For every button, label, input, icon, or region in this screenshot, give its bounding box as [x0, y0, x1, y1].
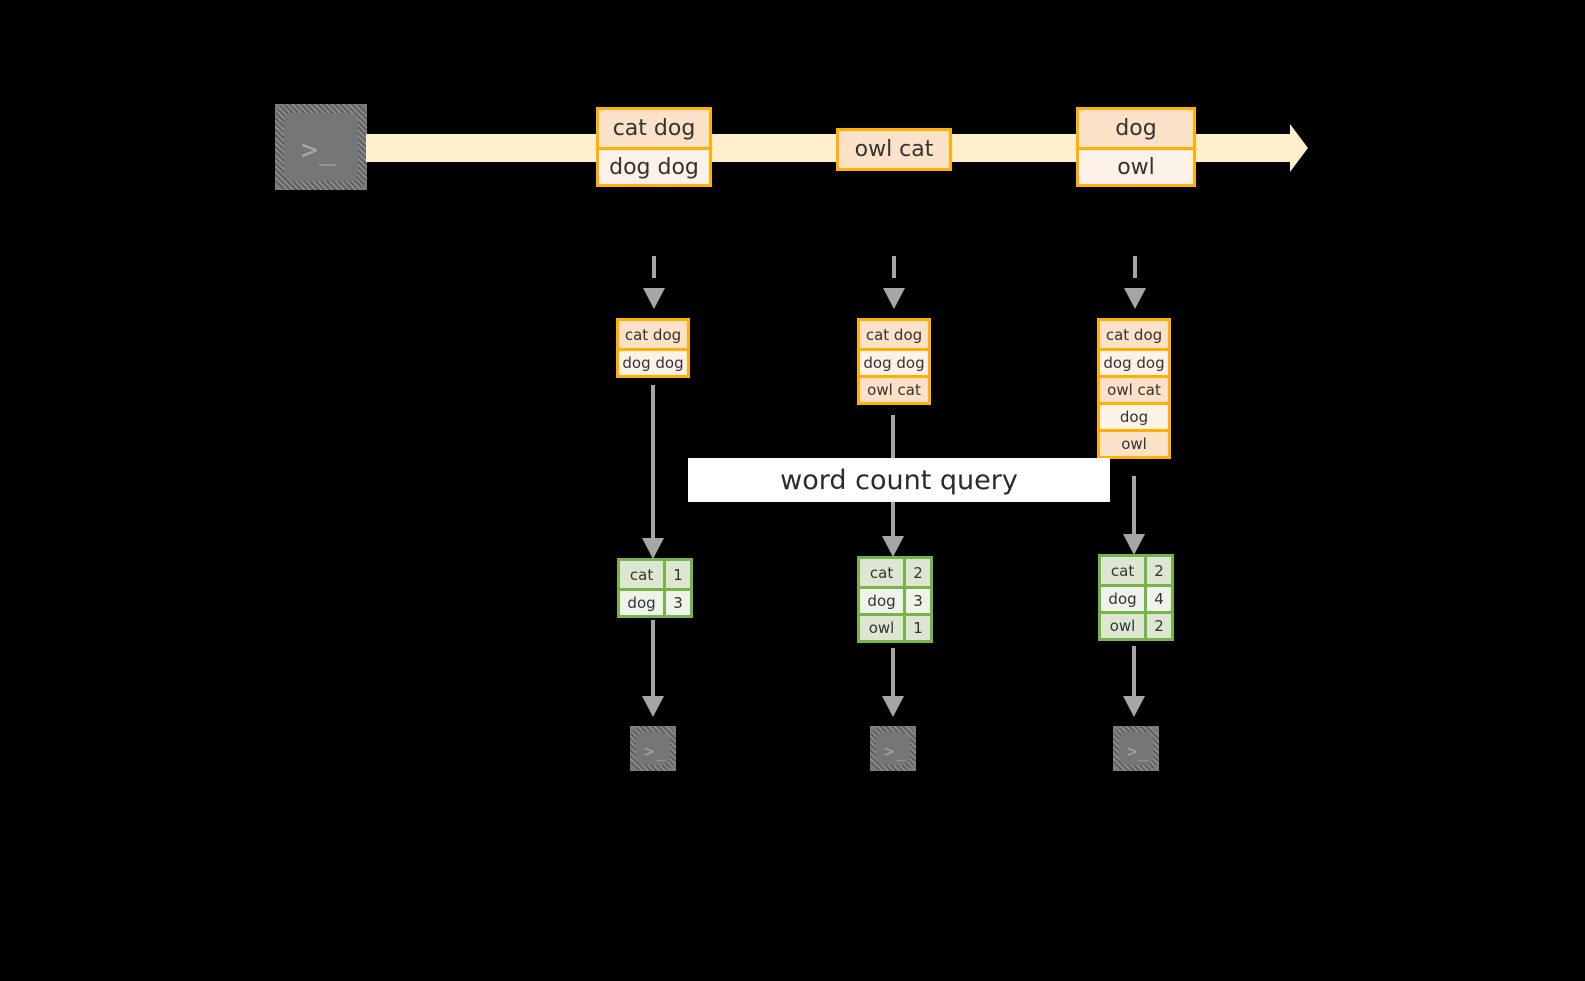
- snapshot-record: owl cat: [860, 375, 928, 402]
- snapshot-2-result-table[interactable]: cat 2 dog 3 owl 1: [857, 556, 933, 643]
- table-row: dog 4: [1101, 584, 1171, 611]
- icon-body: [636, 732, 670, 765]
- snapshot-record: cat dog: [1100, 321, 1168, 348]
- icon-body: [284, 113, 358, 181]
- snapshot-3-result-table[interactable]: cat 2 dog 4 owl 2: [1098, 554, 1174, 641]
- snapshot-3-query-arrow-head: [1123, 534, 1145, 555]
- icon-body: [876, 732, 910, 765]
- stream-arrow-head: [1290, 124, 1308, 172]
- count-cell: 2: [1144, 557, 1171, 584]
- table-row: owl 1: [860, 613, 930, 640]
- count-cell: 1: [903, 616, 930, 640]
- terminal-prompt-glyph: >_: [644, 742, 667, 762]
- snapshot-record: owl: [1100, 429, 1168, 456]
- snapshot-1-query-arrow-line: [651, 385, 655, 540]
- snapshot-2-query-arrow-head: [882, 536, 904, 557]
- count-cell: 1: [663, 561, 690, 588]
- snapshot-feed-arrow-head: [643, 288, 665, 309]
- snapshot-3-query-arrow-line: [1132, 476, 1136, 536]
- table-row: dog 3: [620, 588, 690, 615]
- snapshot-2-output-arrow-line: [891, 648, 895, 698]
- icon-body: [1119, 732, 1153, 765]
- stream-record: dog dog: [599, 147, 709, 184]
- snapshot-3-sink-terminal-icon: >_: [1104, 717, 1168, 780]
- count-cell: 3: [903, 589, 930, 613]
- snapshot-2-sink-terminal-icon: >_: [861, 717, 925, 780]
- stream-group-2[interactable]: owl cat: [836, 128, 952, 171]
- table-row: cat 1: [620, 561, 690, 588]
- snapshot-record: dog dog: [860, 348, 928, 375]
- source-terminal-icon: >_: [266, 95, 376, 199]
- snapshot-1-sink-terminal-icon: >_: [621, 717, 685, 780]
- word-cell: dog: [860, 589, 904, 613]
- stream-record: dog: [1079, 110, 1193, 147]
- table-row: cat 2: [860, 559, 930, 586]
- snapshot-feed-arrow-line: [652, 256, 656, 278]
- table-row: dog 3: [860, 586, 930, 613]
- query-label: word count query: [688, 458, 1110, 502]
- snapshot-1-output-arrow-line: [651, 620, 655, 698]
- table-row: owl 2: [1101, 611, 1171, 638]
- word-cell: dog: [1101, 587, 1145, 611]
- word-cell: owl: [860, 616, 904, 640]
- snapshot-2-records[interactable]: cat dog dog dog owl cat: [857, 318, 931, 405]
- table-row: cat 2: [1101, 557, 1171, 584]
- snapshot-1-result-table[interactable]: cat 1 dog 3: [617, 558, 693, 618]
- terminal-prompt-glyph: >_: [301, 133, 337, 166]
- snapshot-record: owl cat: [1100, 375, 1168, 402]
- snapshot-record: dog: [1100, 402, 1168, 429]
- count-cell: 4: [1144, 587, 1171, 611]
- terminal-prompt-glyph: >_: [884, 742, 907, 762]
- snapshot-3-output-arrow-head: [1123, 696, 1145, 717]
- snapshot-record: dog dog: [1100, 348, 1168, 375]
- word-cell: owl: [1101, 614, 1145, 638]
- terminal-prompt-glyph: >_: [1127, 742, 1150, 762]
- count-cell: 2: [903, 559, 930, 586]
- snapshot-1-output-arrow-head: [642, 696, 664, 717]
- stream-group-1[interactable]: cat dog dog dog: [596, 107, 712, 187]
- word-cell: cat: [1101, 557, 1145, 584]
- snapshot-feed-arrow-head: [883, 288, 905, 309]
- snapshot-3-output-arrow-line: [1132, 646, 1136, 698]
- snapshot-2-output-arrow-head: [882, 696, 904, 717]
- snapshot-feed-arrow-head: [1124, 288, 1146, 309]
- snapshot-feed-arrow-line: [1133, 256, 1137, 278]
- stream-record: owl cat: [839, 131, 949, 168]
- count-cell: 2: [1144, 614, 1171, 638]
- snapshot-1-records[interactable]: cat dog dog dog: [616, 318, 690, 378]
- word-cell: cat: [620, 561, 664, 588]
- snapshot-record: cat dog: [860, 321, 928, 348]
- word-cell: dog: [620, 591, 664, 615]
- stream-record: cat dog: [599, 110, 709, 147]
- word-cell: cat: [860, 559, 904, 586]
- snapshot-3-records[interactable]: cat dog dog dog owl cat dog owl: [1097, 318, 1171, 459]
- snapshot-record: cat dog: [619, 321, 687, 348]
- snapshot-1-query-arrow-head: [642, 538, 664, 559]
- stream-group-3[interactable]: dog owl: [1076, 107, 1196, 187]
- query-label-text: word count query: [780, 464, 1018, 496]
- snapshot-feed-arrow-line: [892, 256, 896, 278]
- stream-record: owl: [1079, 147, 1193, 184]
- count-cell: 3: [663, 591, 690, 615]
- snapshot-record: dog dog: [619, 348, 687, 375]
